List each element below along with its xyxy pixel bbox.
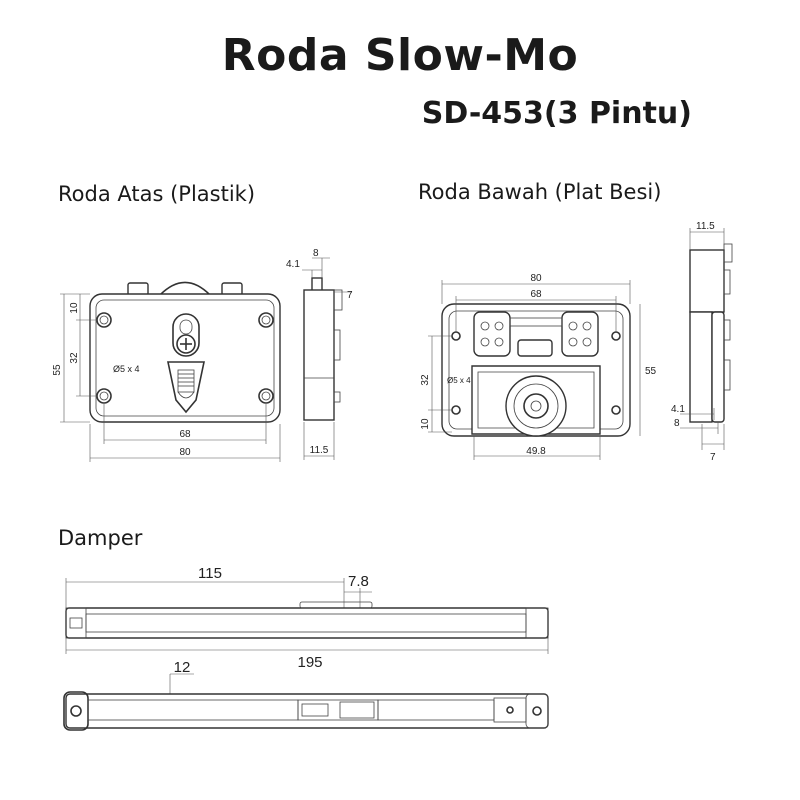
top-side-dim-7: 7 (347, 290, 353, 301)
bottom-wheel-dim-55: 55 (645, 366, 657, 377)
bottom-side-dim-8: 8 (674, 418, 680, 429)
bottom-wheel-front-view (428, 280, 641, 460)
bottom-wheel-dim-49-8: 49.8 (526, 446, 546, 457)
damper-dim-7-8: 7.8 (348, 573, 369, 590)
top-wheel-front-view (60, 281, 281, 462)
bottom-side-dim-4-1: 4.1 (671, 404, 685, 415)
top-wheel-dim-10: 10 (69, 302, 80, 314)
top-side-dim-4-1: 4.1 (286, 259, 300, 270)
top-wheel-hole-spec: Ø5 x 4 (113, 364, 140, 374)
bottom-wheel-dim-80: 80 (530, 273, 542, 284)
bottom-side-dim-11-5: 11.5 (696, 221, 715, 232)
top-side-dim-8: 8 (313, 248, 319, 259)
section-title-top-wheel: Roda Atas (Plastik) (58, 182, 256, 206)
model-subtitle: SD-453(3 Pintu) (421, 96, 692, 131)
bottom-side-dim-7: 7 (710, 452, 716, 463)
damper-dim-115: 115 (198, 565, 222, 582)
bottom-wheel-dim-10: 10 (420, 418, 431, 430)
top-wheel-dim-80: 80 (179, 447, 191, 458)
bottom-wheel-dim-68: 68 (530, 289, 542, 300)
top-wheel-side-view (302, 257, 352, 460)
page-title: Roda Slow-Mo (221, 30, 579, 81)
bottom-wheel-side-view (680, 228, 733, 450)
top-side-dim-11-5: 11.5 (310, 445, 329, 456)
damper-top-view (65, 578, 549, 654)
top-wheel-dim-55: 55 (52, 364, 63, 376)
damper-dim-12: 12 (174, 659, 191, 676)
damper-side-view (63, 673, 549, 731)
top-wheel-dim-32: 32 (69, 352, 80, 364)
bottom-wheel-hole-spec: Ø5 x 4 (447, 376, 471, 385)
section-title-bottom-wheel: Roda Bawah (Plat Besi) (418, 180, 662, 204)
section-title-damper: Damper (58, 526, 143, 550)
damper-dim-195: 195 (297, 654, 322, 671)
top-wheel-dim-68: 68 (179, 429, 191, 440)
bottom-wheel-dim-32: 32 (420, 374, 431, 386)
